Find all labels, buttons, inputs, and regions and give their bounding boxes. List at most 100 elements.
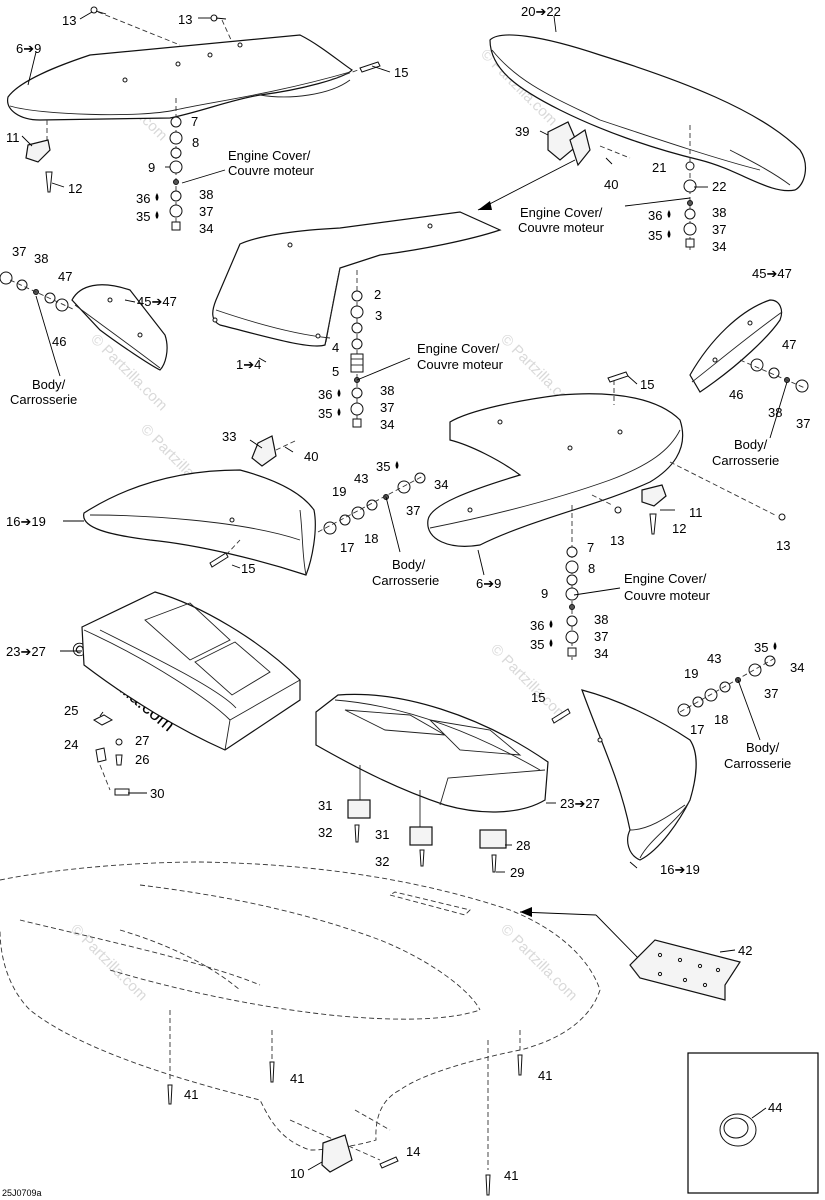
callout-8: 8 [588, 561, 595, 576]
part-16-19-left [83, 435, 426, 576]
callout-35: 35 [376, 459, 390, 474]
callout-37: 37 [406, 503, 420, 518]
callout-34: 34 [790, 660, 804, 675]
oil-drop-icon [337, 389, 341, 397]
part-6-9-top [7, 6, 381, 231]
callout-2: 2 [374, 287, 381, 302]
engine-cover-label: Couvre moteur [417, 357, 504, 372]
callout-34: 34 [380, 417, 394, 432]
callout-19: 19 [332, 484, 346, 499]
callout-16-19: 16➔19 [6, 514, 46, 529]
callout-6-9: 6➔9 [476, 576, 501, 591]
engine-cover-label: Engine Cover/ [624, 571, 707, 586]
callout-13: 13 [610, 533, 624, 548]
callout-45-47: 45➔47 [137, 294, 177, 309]
callout-13: 13 [776, 538, 790, 553]
callout-37: 37 [380, 400, 394, 415]
callout-36: 36 [318, 387, 332, 402]
callout-32: 32 [375, 854, 389, 869]
callout-17: 17 [340, 540, 354, 555]
engine-cover-label: Engine Cover/ [417, 341, 500, 356]
callout-38: 38 [199, 187, 213, 202]
callout-21: 21 [652, 160, 666, 175]
callout-35: 35 [530, 637, 544, 652]
drawing-code: 25J0709a [2, 1188, 42, 1198]
callout-12: 12 [672, 521, 686, 536]
callout-15: 15 [531, 690, 545, 705]
callout-15: 15 [394, 65, 408, 80]
callout-47: 47 [58, 269, 72, 284]
body-label: Carrosserie [372, 573, 439, 588]
callout-17: 17 [690, 722, 704, 737]
leader-lines [21, 11, 788, 1171]
callout-16-19: 16➔19 [660, 862, 700, 877]
callout-37: 37 [594, 629, 608, 644]
callout-36: 36 [648, 208, 662, 223]
oil-drop-icon [773, 642, 777, 650]
body-label: Carrosserie [10, 392, 77, 407]
callout-37: 37 [764, 686, 778, 701]
callout-33: 33 [222, 429, 236, 444]
engine-cover-label: Engine Cover/ [520, 205, 603, 220]
oil-drop-icon [337, 408, 341, 416]
body-label: Carrosserie [712, 453, 779, 468]
callout-36: 36 [530, 618, 544, 633]
callout-10: 10 [290, 1166, 304, 1181]
callout-15: 15 [640, 377, 654, 392]
callout-39: 39 [515, 124, 529, 139]
callout-43: 43 [354, 471, 368, 486]
oil-drop-icon [155, 193, 159, 201]
callout-9: 9 [148, 160, 155, 175]
callout-38: 38 [380, 383, 394, 398]
body-label: Carrosserie [724, 756, 791, 771]
callout-36: 36 [136, 191, 150, 206]
callout-38: 38 [768, 405, 782, 420]
part-42-plate [629, 939, 741, 1001]
part-16-19-right [551, 655, 776, 861]
engine-cover-label: Couvre moteur [518, 220, 605, 235]
callouts: 13 13 6➔9 15 11 12 7 8 9 36 38 35 37 34 … [6, 4, 810, 1183]
callout-41: 41 [538, 1068, 552, 1083]
callout-18: 18 [364, 531, 378, 546]
callout-38: 38 [712, 205, 726, 220]
engine-cover-label: Couvre moteur [624, 588, 711, 603]
callout-34: 34 [594, 646, 608, 661]
callout-3: 3 [375, 308, 382, 323]
callout-34: 34 [199, 221, 213, 236]
callout-35: 35 [136, 209, 150, 224]
callout-30: 30 [150, 786, 164, 801]
callout-25: 25 [64, 703, 78, 718]
watermark: © Partzilla.com [497, 921, 580, 1004]
callout-38: 38 [34, 251, 48, 266]
callout-35: 35 [754, 640, 768, 655]
callout-19: 19 [684, 666, 698, 681]
callout-4: 4 [332, 340, 339, 355]
annotations: Engine Cover/ Couvre moteur Engine Cover… [2, 148, 791, 1198]
callout-34: 34 [434, 477, 448, 492]
callout-35: 35 [648, 228, 662, 243]
callout-6-9: 6➔9 [16, 41, 41, 56]
body-shell [0, 861, 641, 1196]
oil-drop-icon [395, 461, 399, 469]
part-6-9-mid [427, 371, 786, 660]
callout-22: 22 [712, 179, 726, 194]
oil-drop-icon [667, 210, 671, 218]
part-23-27-center [315, 693, 549, 873]
callout-46: 46 [52, 334, 66, 349]
callout-31: 31 [375, 827, 389, 842]
oil-drop-icon [549, 639, 553, 647]
callout-28: 28 [516, 838, 530, 853]
oil-drop-icon [667, 230, 671, 238]
callout-37: 37 [796, 416, 810, 431]
oil-drop-icons [155, 193, 777, 650]
part-45-47-right [689, 299, 809, 393]
body-label: Body/ [32, 377, 66, 392]
engine-cover-label: Engine Cover/ [228, 148, 311, 163]
callout-7: 7 [587, 540, 594, 555]
part-23-27-left [81, 591, 301, 796]
callout-11: 11 [6, 130, 20, 145]
callout-32: 32 [318, 825, 332, 840]
callout-46: 46 [729, 387, 743, 402]
callout-1-4: 1➔4 [236, 357, 261, 372]
